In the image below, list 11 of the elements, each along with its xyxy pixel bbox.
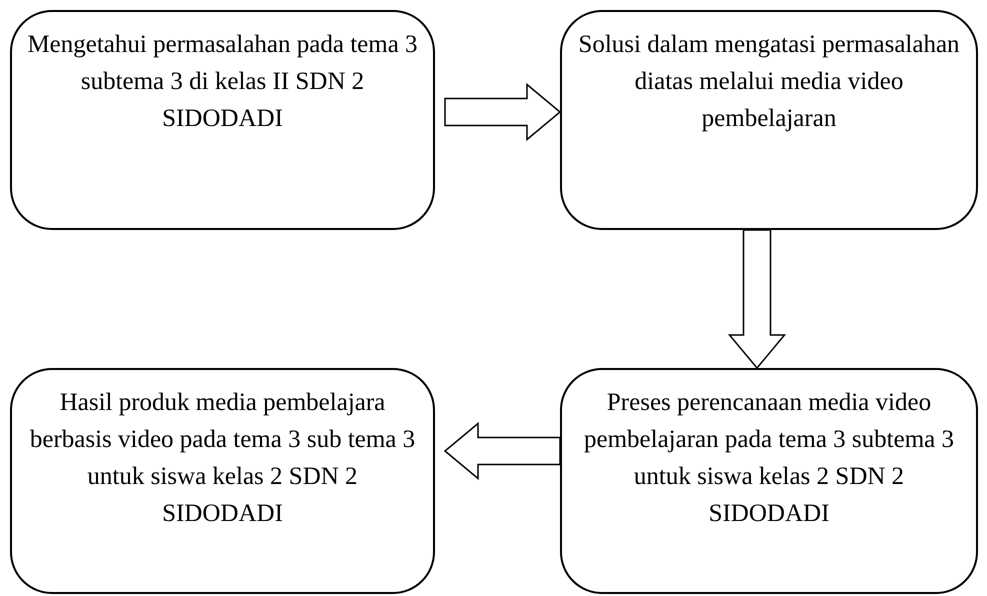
process-box — [560, 368, 978, 594]
block-arrow — [444, 422, 561, 480]
box-text: Hasil produk media pembelajara berbasis video pada tema 3 sub tema 3 untuk siswa kelas 2 SDN 2 SIDODADI — [28, 388, 416, 529]
process-box — [10, 368, 435, 594]
box-text: Preses perencanaan media video pembelajaran pada tema 3 subtema 3 untuk siswa kelas 2 SDN 2 SIDODADI — [583, 388, 955, 529]
process-box — [560, 10, 978, 230]
block-arrow — [444, 82, 562, 142]
box-text: Solusi dalam mengatasi permasalahan diatas melalui media video pembelajaran — [577, 30, 961, 134]
process-box — [10, 10, 435, 230]
block-arrow — [728, 229, 786, 370]
box-text: Mengetahui permasalahan pada tema 3 subtema 3 di kelas II SDN 2 SIDODADI — [26, 30, 419, 134]
